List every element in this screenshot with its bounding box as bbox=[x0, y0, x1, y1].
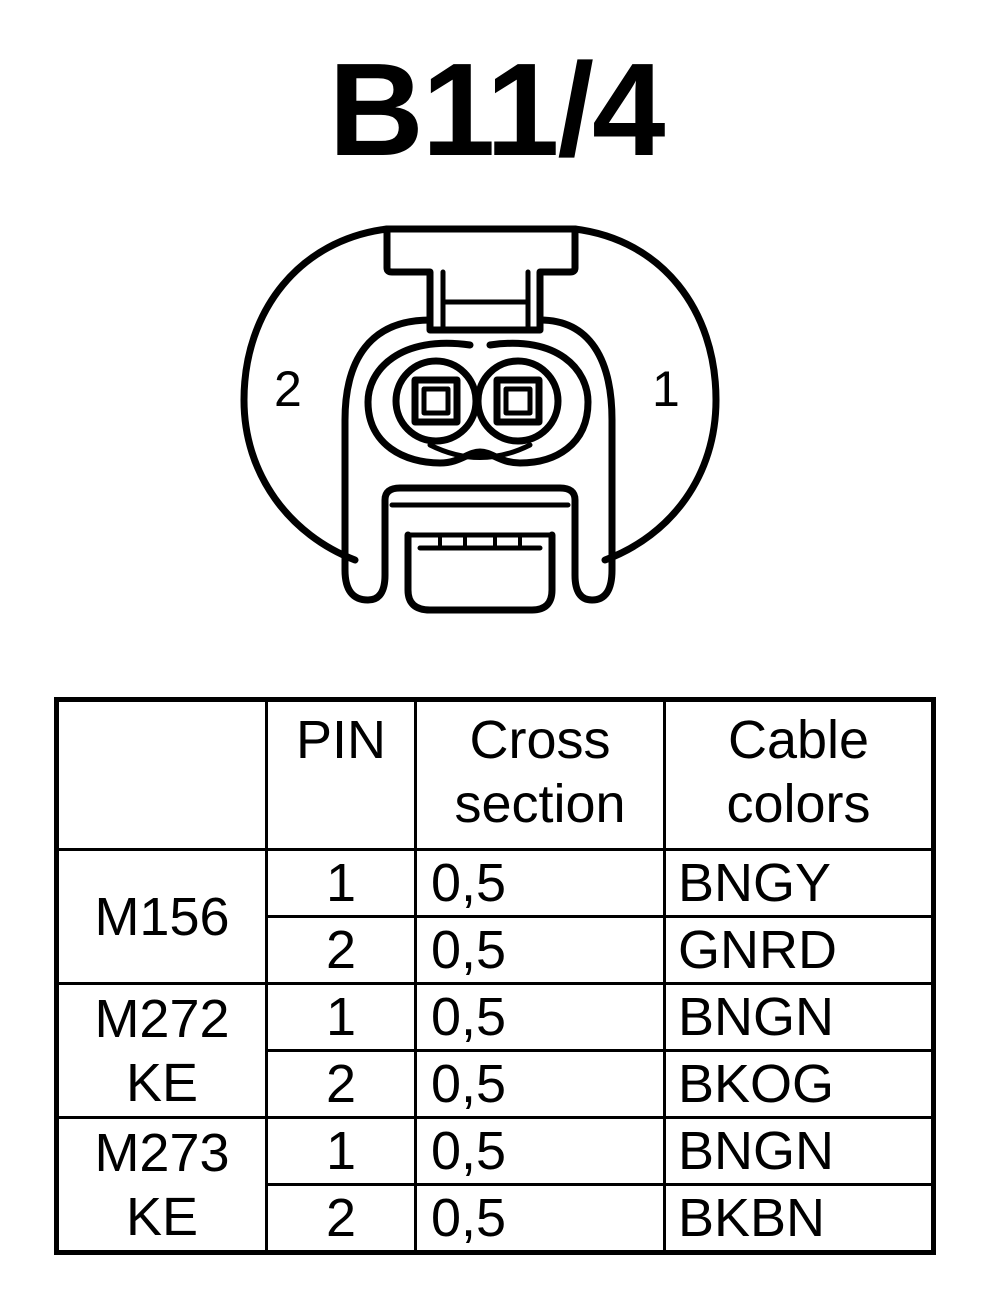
cross-section-cell: 0,5 bbox=[414, 915, 666, 985]
header-cross-line1: Cross bbox=[469, 710, 611, 770]
cross-section-cell: 0,5 bbox=[414, 1049, 666, 1119]
engine-line2: KE bbox=[125, 1052, 199, 1113]
header-color-line2: colors bbox=[726, 774, 871, 834]
connector-inner-body bbox=[341, 316, 616, 604]
pin-cell: 2 bbox=[265, 1049, 417, 1119]
engine-line1: M272 bbox=[94, 988, 230, 1049]
cable-color-cell: GNRD bbox=[663, 915, 935, 985]
engine-line2: KE bbox=[125, 1186, 199, 1247]
table-row: 2 0,5 BKOG bbox=[57, 1049, 935, 1119]
cross-section-cell: 0,5 bbox=[414, 982, 666, 1052]
cable-color-cell: BNGN bbox=[663, 1116, 935, 1186]
engine-line1: M273 bbox=[94, 1122, 230, 1183]
pin-1-contact bbox=[493, 376, 543, 426]
connector-bottom-key bbox=[404, 531, 556, 614]
engine-cell-m156: M156 bbox=[55, 848, 268, 985]
connector-housing-outline bbox=[240, 225, 720, 564]
header-pin: PIN bbox=[265, 698, 417, 851]
table-row: 2 0,5 GNRD bbox=[57, 915, 935, 985]
pin-cell: 1 bbox=[265, 982, 417, 1052]
header-cable-colors: Cable colors bbox=[663, 698, 935, 851]
table-row: M272 KE 1 0,5 BNGN bbox=[55, 982, 935, 1119]
engine-cell-m272-ke: M272 KE bbox=[55, 982, 268, 1119]
header-cross-section: Cross section bbox=[414, 698, 666, 851]
cross-section-cell: 0,5 bbox=[414, 1116, 666, 1186]
pin-1-label: 1 bbox=[652, 361, 680, 417]
header-color-line1: Cable bbox=[727, 710, 870, 770]
pin-2-label: 2 bbox=[274, 361, 302, 417]
engine-line1: M156 bbox=[94, 886, 230, 947]
table-header-row: PIN Cross section Cable colors bbox=[55, 698, 935, 851]
connector-face-diagram bbox=[240, 225, 720, 614]
pin-2-cavity bbox=[392, 357, 480, 445]
engine-cell-m273-ke: M273 KE bbox=[55, 1116, 268, 1254]
cross-section-cell: 0,5 bbox=[414, 1183, 666, 1254]
pin-cell: 1 bbox=[265, 1116, 417, 1186]
cable-color-cell: BKBN bbox=[663, 1183, 935, 1254]
cable-color-cell: BNGY bbox=[663, 848, 935, 918]
pin-cell: 1 bbox=[265, 848, 417, 918]
pin-2-contact bbox=[411, 376, 461, 426]
pinout-table: PIN Cross section Cable colors M156 1 0,… bbox=[54, 697, 936, 1255]
table-row: M273 KE 1 0,5 BNGN bbox=[55, 1116, 935, 1254]
header-pin-label: PIN bbox=[295, 710, 387, 770]
header-engine bbox=[55, 698, 268, 851]
table-row: 2 0,5 BKBN bbox=[57, 1183, 935, 1254]
connector-latch-outline bbox=[383, 225, 579, 334]
pin-cell: 2 bbox=[265, 1183, 417, 1254]
cable-color-cell: BNGN bbox=[663, 982, 935, 1052]
pin-cavity-ring bbox=[364, 339, 592, 467]
table-row: M156 1 0,5 BNGY bbox=[55, 848, 935, 985]
page-title: B11/4 bbox=[328, 36, 666, 183]
cable-color-cell: BKOG bbox=[663, 1049, 935, 1119]
pin-cell: 2 bbox=[265, 915, 417, 985]
pin-1-cavity bbox=[474, 357, 562, 445]
cross-section-cell: 0,5 bbox=[414, 848, 666, 918]
header-cross-line2: section bbox=[454, 774, 626, 834]
